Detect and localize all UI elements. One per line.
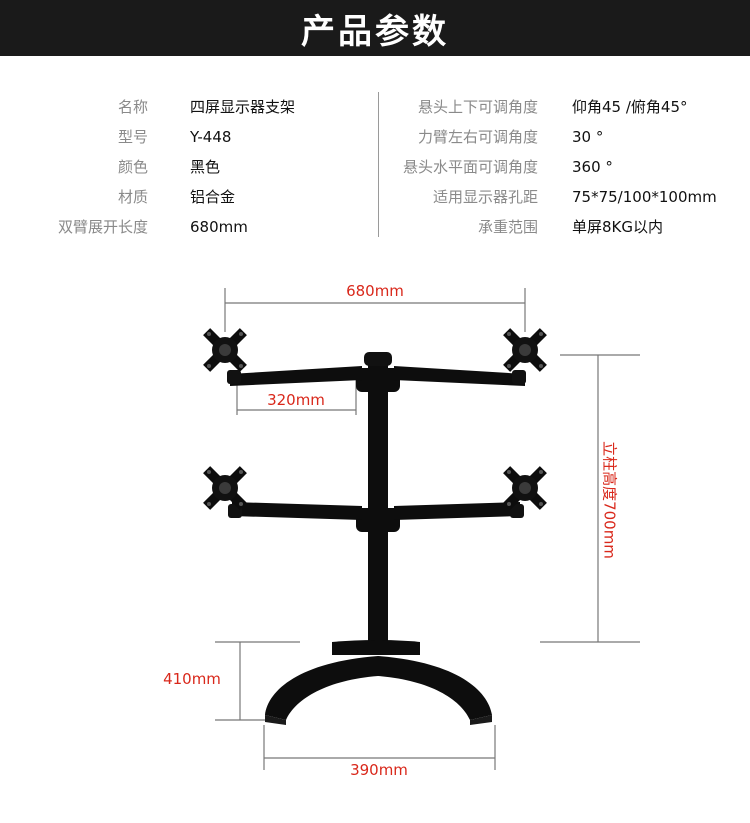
spec-label: 双臂展开长度: [57, 218, 148, 236]
spec-label: 力臂左右可调角度: [417, 128, 538, 146]
vesa-plate-icon: [203, 466, 247, 510]
page-title: 产品参数: [301, 11, 449, 52]
spec-value: 仰角45 /俯角45°: [572, 98, 688, 116]
spec-value: 黑色: [190, 158, 221, 176]
dim-label-single-arm: 320mm: [267, 391, 325, 409]
spec-label: 材质: [117, 188, 148, 206]
dim-label-arm-span: 680mm: [346, 282, 404, 300]
spec-label: 承重范围: [477, 218, 538, 236]
lower-right-arm: [394, 502, 520, 520]
vesa-plate-icon: [203, 328, 247, 372]
spec-value: 360 °: [572, 158, 613, 176]
spec-table: 名称 四屏显示器支架 型号 Y-448 颜色 黑色 材质 铝合金 双臂展开长度 …: [0, 92, 750, 242]
base-foot-right: [470, 715, 492, 725]
lower-arm-clamp: [356, 508, 400, 532]
pole-foot: [332, 640, 420, 655]
spec-value: 75*75/100*100mm: [572, 188, 717, 206]
arm-joint: [512, 370, 526, 384]
arm-joint: [227, 370, 241, 384]
support-pole: [368, 360, 388, 650]
spec-value: 30 °: [572, 128, 604, 146]
spec-value: 四屏显示器支架: [190, 98, 296, 116]
spec-label: 型号: [117, 128, 148, 146]
spec-label: 名称: [117, 98, 148, 116]
base-foot-left: [265, 715, 286, 725]
dim-label-base-width: 390mm: [350, 761, 408, 779]
spec-value: Y-448: [190, 128, 232, 146]
spec-value: 680mm: [190, 218, 248, 236]
vesa-plate-icon: [503, 328, 547, 372]
lower-left-arm: [232, 502, 362, 520]
arched-base: [265, 656, 492, 720]
dim-label-base-depth: 410mm: [163, 670, 221, 688]
spec-label: 颜色: [117, 158, 148, 176]
header-banner: 产品参数: [0, 0, 750, 56]
upper-left-arm: [230, 366, 362, 386]
spec-value: 单屏8KG以内: [572, 218, 664, 236]
column-divider: [378, 92, 379, 237]
spec-label: 悬头水平面可调角度: [402, 158, 538, 176]
dim-label-pole-height: 立柱高度700mm: [601, 441, 619, 559]
vesa-plate-icon: [503, 466, 547, 510]
spec-label: 悬头上下可调角度: [417, 98, 538, 116]
spec-value: 铝合金: [190, 188, 236, 206]
spec-label: 适用显示器孔距: [432, 188, 538, 206]
upper-arm-clamp: [356, 368, 400, 392]
product-dimension-diagram: 680mm 320mm 立柱高度700mm 410mm 390mm: [163, 282, 640, 779]
arm-joint: [510, 504, 524, 518]
pole-cap: [364, 352, 392, 366]
upper-right-arm: [394, 366, 525, 386]
